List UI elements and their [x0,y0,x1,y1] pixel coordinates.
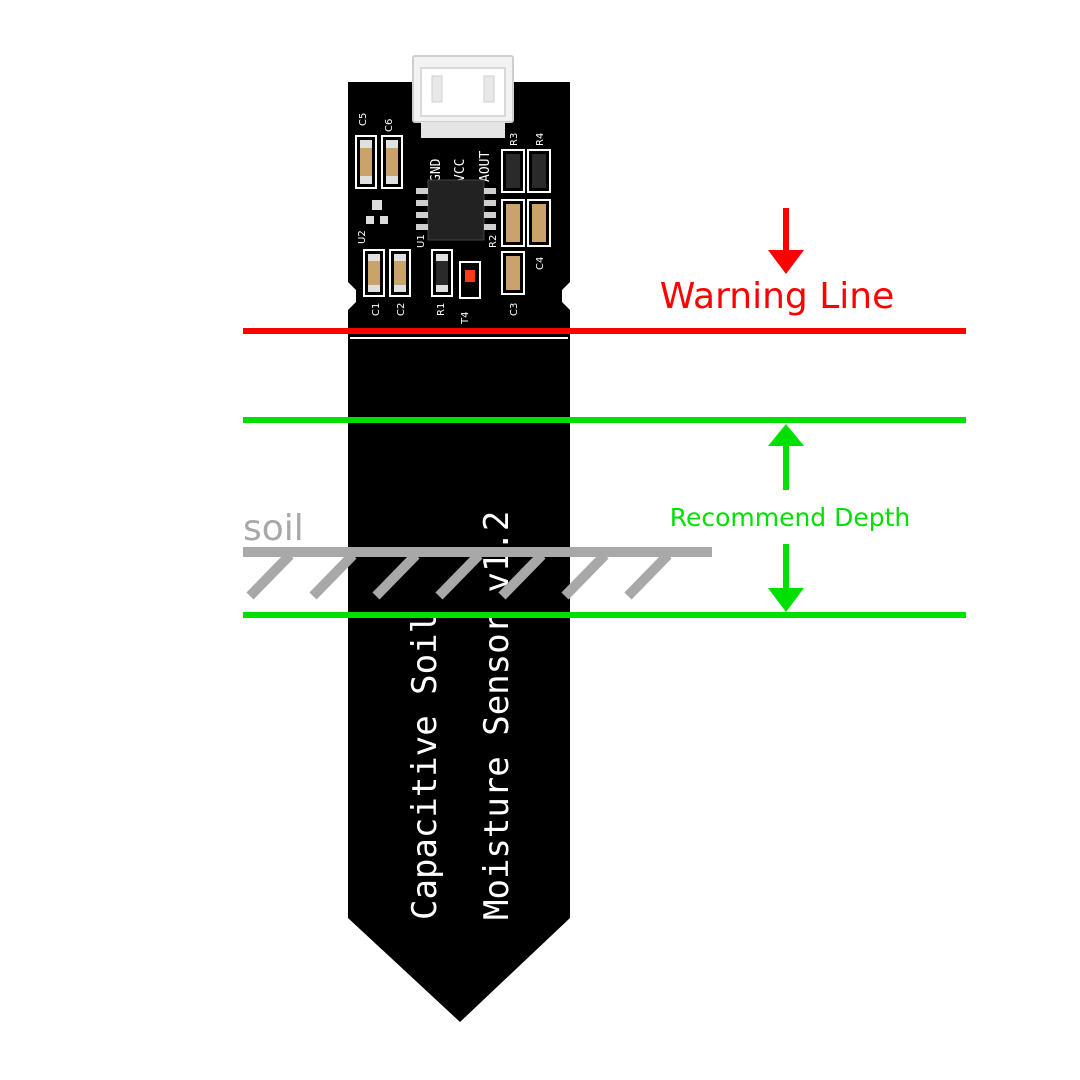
warning-arrow-down-icon [768,208,804,274]
sensor-board: GND VCC AOUT [348,55,570,1022]
silk-u1: U1 [416,234,427,248]
board-title-line2: Moisture Sensor v1.2 [477,511,517,920]
ic-chip [416,179,496,241]
silk-c1: C1 [371,303,382,316]
silk-r1: R1 [436,303,447,316]
smd-components [355,135,551,299]
silk-c5: C5 [358,113,369,126]
silk-c3: C3 [509,303,520,316]
silk-t4: T4 [460,312,471,325]
pin-gnd-label: GND [429,158,444,182]
board-title-line1: Capacitive Soil [405,613,445,920]
silk-u2: U2 [357,230,368,244]
pin-aout-label: AOUT [478,151,493,182]
arrow-down-icon [768,544,804,612]
soil-hatching [246,551,672,600]
pin-vcc-label: VCC [453,159,468,182]
jst-connector [412,55,514,138]
warning-line-group: Warning Line [243,208,966,334]
soil-label: soil [243,508,304,549]
silk-c6: C6 [384,119,395,132]
recommend-depth-group: Recommend Depth [243,417,966,618]
silk-r3: R3 [509,133,520,146]
warning-line-label: Warning Line [660,276,894,317]
arrow-up-icon [768,424,804,490]
silk-r2: R2 [488,235,499,248]
soil-indicator: soil [243,508,712,600]
silk-r4: R4 [535,133,546,146]
silk-c4: C4 [535,257,546,270]
silk-c2: C2 [396,303,407,316]
recommend-depth-label: Recommend Depth [670,503,911,532]
